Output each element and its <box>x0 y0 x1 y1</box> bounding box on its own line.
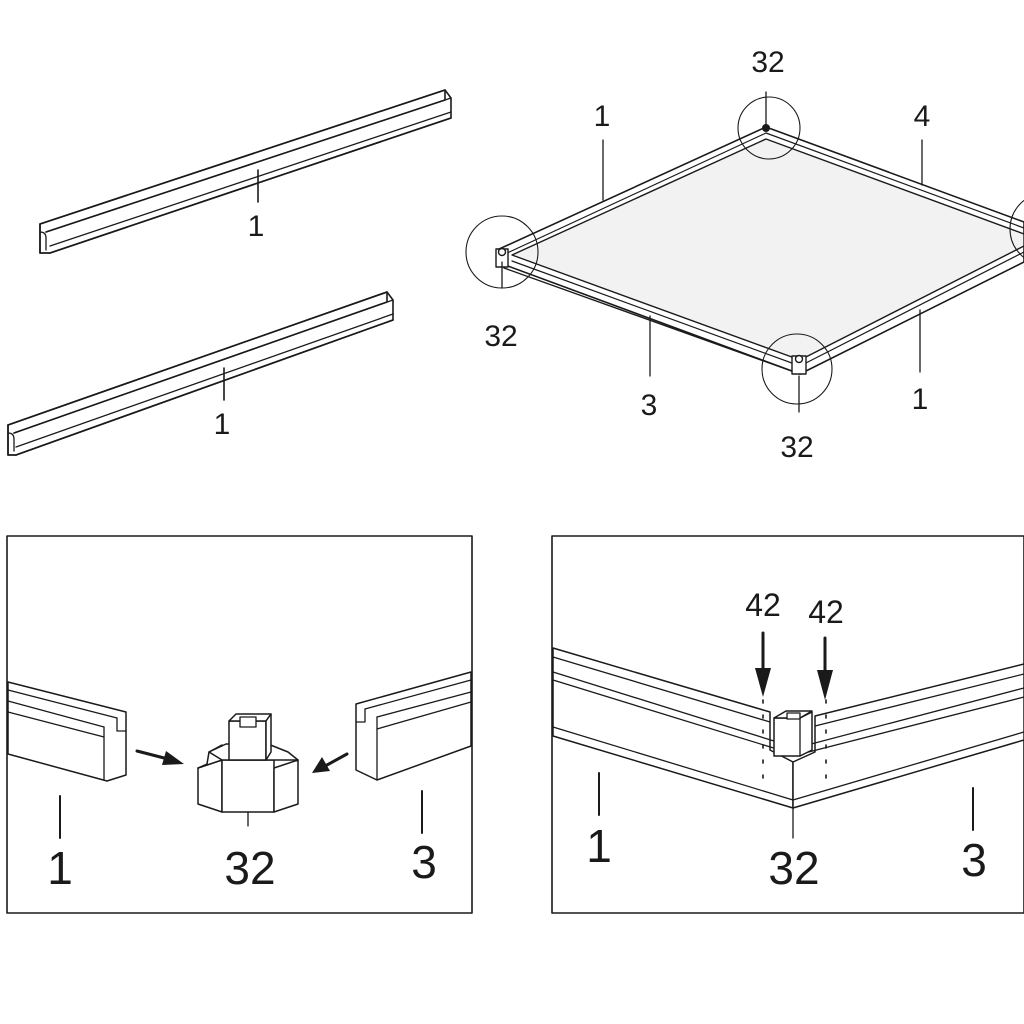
detail1-arrow-right <box>312 752 349 773</box>
rail-lower <box>7 291 394 456</box>
detail1-left-rail <box>7 681 127 782</box>
detail2-arrow-right-label: 42 <box>808 594 844 630</box>
frame-corner-left-label: 32 <box>484 320 517 353</box>
detail2-joined-rails <box>552 647 1024 809</box>
frame-side-bottom-left-label: 3 <box>641 389 658 422</box>
detail1-corner-connector <box>197 713 299 827</box>
detail-panel-exploded <box>6 535 473 914</box>
frame-side-top-right-label: 4 <box>914 100 931 133</box>
detail2-arrow-right <box>817 636 833 700</box>
rail-upper <box>39 89 452 254</box>
detail2-arrow-left-label: 42 <box>745 587 781 623</box>
rail-upper-label: 1 <box>248 210 265 243</box>
detail1-connector-label: 32 <box>224 842 275 894</box>
rail-lower-label: 1 <box>214 408 231 441</box>
detail1-arrow-left <box>135 749 184 765</box>
detail2-right-label: 3 <box>961 834 987 886</box>
part-number-labels: 1 1 32 32 32 1 4 3 1 1 32 3 1 32 3 42 42 <box>47 46 987 894</box>
frame-corner-bottom-label: 32 <box>780 431 813 464</box>
detail-panel-assembled <box>551 535 1024 914</box>
frame-corner-top-label: 32 <box>751 46 784 79</box>
assembled-frame <box>465 91 1024 413</box>
frame-side-top-left-label: 1 <box>594 100 611 133</box>
detail2-arrow-left <box>755 631 771 697</box>
detail2-left-label: 1 <box>586 820 612 872</box>
frame-side-bottom-right-label: 1 <box>912 383 929 416</box>
detail1-right-label: 3 <box>411 836 437 888</box>
detail1-left-label: 1 <box>47 842 73 894</box>
detail2-connector-label: 32 <box>768 842 819 894</box>
detail1-right-rail <box>355 671 472 781</box>
